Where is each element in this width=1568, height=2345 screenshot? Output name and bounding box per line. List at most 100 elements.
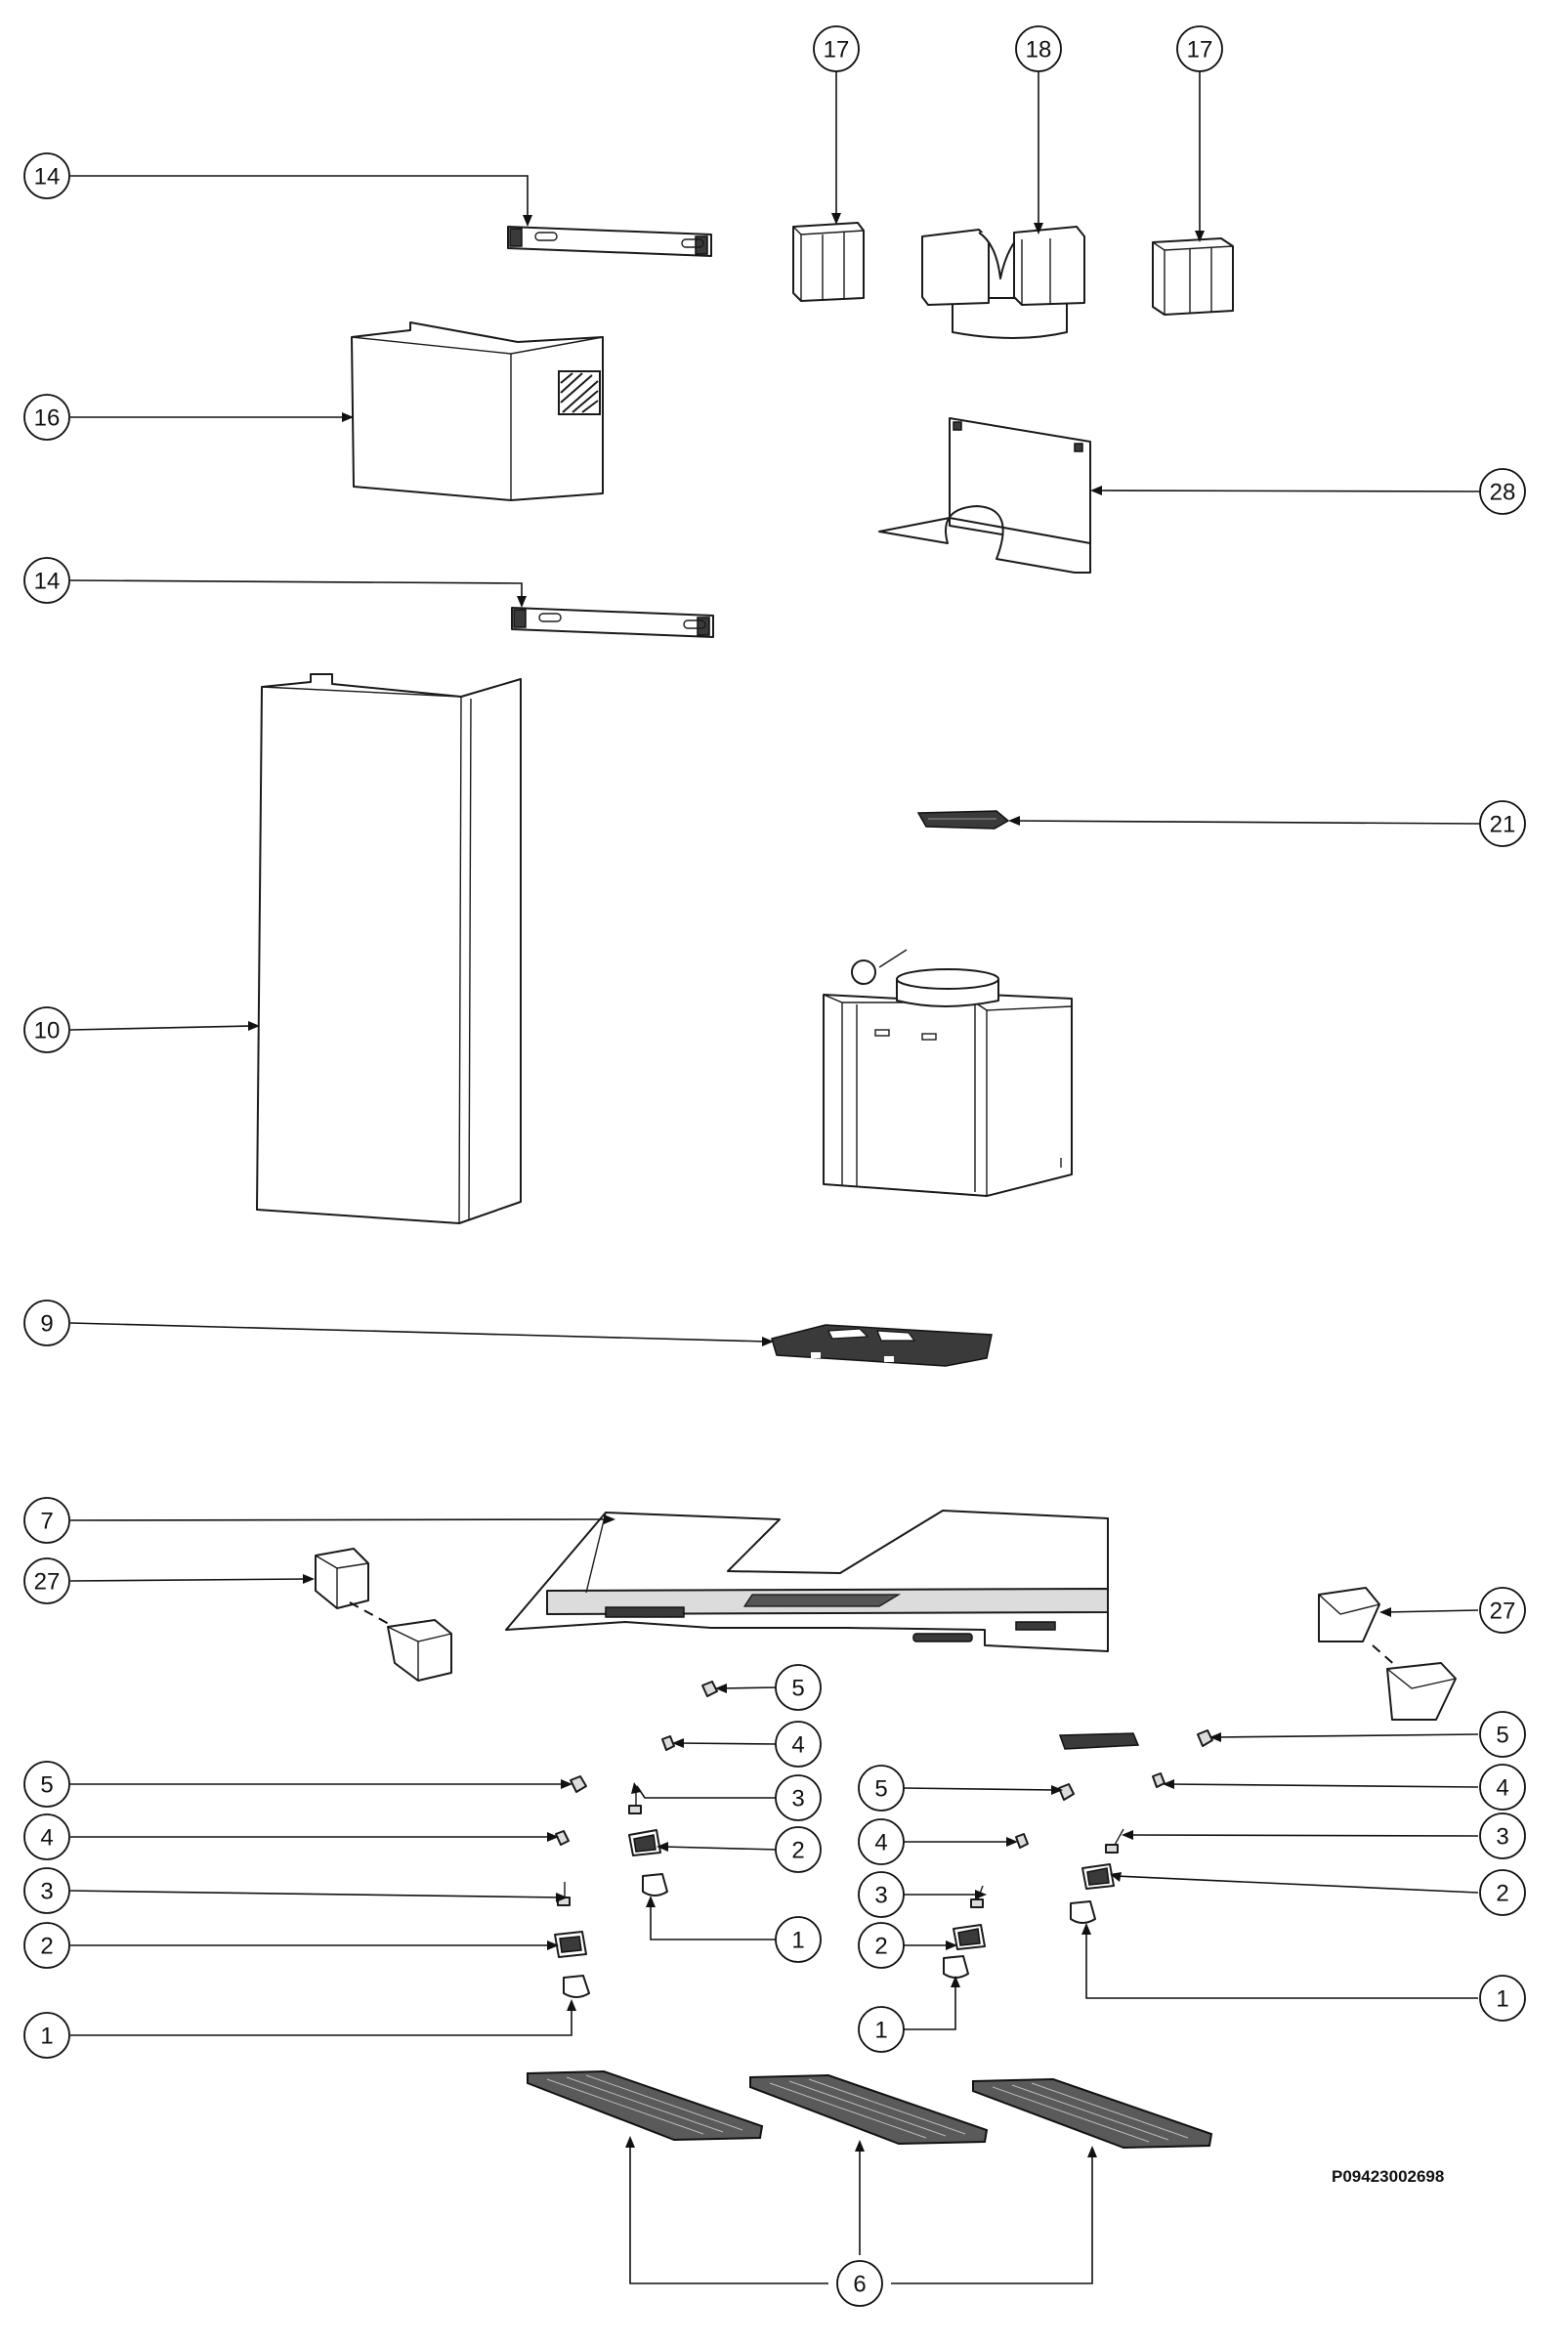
part-label-5a: 5 [23,1761,70,1808]
part-label-14b: 14 [23,557,70,604]
label-text: 5 [874,1776,887,1803]
label-circle [23,1761,70,1808]
leader-arrowheads [248,213,1391,2157]
label-circle [23,557,70,604]
label-text: 3 [1496,1824,1508,1851]
part-label-4c: 4 [858,1818,905,1865]
control-part-21 [916,810,1010,830]
part-label-1c: 1 [858,2006,905,2053]
label-circle [1479,1587,1526,1634]
part-label-9: 9 [23,1300,70,1346]
light-bar [1058,1732,1140,1750]
part-label-3d: 3 [1479,1812,1526,1859]
lamp-group-b [628,1681,718,1897]
label-text: 4 [874,1830,887,1856]
label-circle [23,1006,70,1053]
part-label-18: 18 [1015,25,1062,72]
part-label-27b: 27 [1479,1587,1526,1634]
label-text: 21 [1490,812,1516,838]
part-label-1b: 1 [775,1916,822,1963]
label-text: 14 [34,164,61,191]
label-text: 28 [1490,480,1516,506]
label-circle [775,1721,822,1768]
part-label-2b: 2 [775,1826,822,1873]
label-text: 27 [1490,1599,1516,1625]
label-text: 5 [791,1676,804,1702]
lamp-group-a [554,1775,590,1998]
label-text: 3 [874,1883,887,1909]
label-circle [1015,25,1062,72]
label-circle [23,1557,70,1604]
label-text: 18 [1026,37,1052,64]
label-circle [775,1664,822,1711]
part-label-1d: 1 [1479,1975,1526,2022]
label-circle [858,1818,905,1865]
label-circle [775,1774,822,1821]
part-label-2c: 2 [858,1922,905,1969]
part-label-5d: 5 [1479,1711,1526,1758]
label-text: 17 [1187,37,1213,64]
label-text: 17 [824,37,850,64]
label-text: 1 [791,1928,804,1954]
label-circle [813,25,860,72]
label-circle [836,2260,883,2307]
label-text: 16 [34,405,61,432]
label-circle [23,1497,70,1544]
label-text: 7 [40,1509,53,1535]
label-circle [1479,1764,1526,1811]
end-cap-part-27-left [315,1548,452,1682]
label-circle [858,1765,905,1812]
label-text: 2 [1496,1881,1508,1907]
part-label-14a: 14 [23,152,70,199]
lamp-group-d [1070,1729,1213,1924]
label-circle [23,394,70,441]
upper-chimney-part-16 [351,321,604,501]
label-text: 27 [34,1569,61,1596]
drawing-code: P09423002698 [1332,2167,1444,2186]
part-label-28: 28 [1479,468,1526,515]
y-connector-part-18 [921,226,1085,339]
label-text: 9 [40,1311,53,1338]
part-label-4a: 4 [23,1813,70,1860]
label-text: 2 [40,1934,53,1960]
label-text: 14 [34,569,61,595]
part-label-5b: 5 [775,1664,822,1711]
label-circle [858,1871,905,1918]
end-cap-part-27-right [1318,1587,1457,1721]
wall-bracket-part-28 [878,417,1091,574]
duct-piece-part-17-right [1152,237,1234,316]
lamp-group-c [943,1783,1075,1979]
part-label-3b: 3 [775,1774,822,1821]
label-text: 4 [1496,1775,1508,1802]
part-label-4d: 4 [1479,1764,1526,1811]
label-text: 3 [40,1879,53,1905]
leader-lines [69,70,1481,2284]
label-circle [23,2012,70,2059]
label-circle [23,1867,70,1914]
label-circle [775,1826,822,1873]
label-text: 1 [1496,1986,1508,2013]
filter-frame-part-9 [771,1324,993,1367]
part-label-2d: 2 [1479,1869,1526,1916]
part-label-27a: 27 [23,1557,70,1604]
label-circle [1479,1812,1526,1859]
label-text: 5 [40,1772,53,1799]
label-circle [23,1922,70,1969]
part-label-17b: 17 [1176,25,1223,72]
part-label-16: 16 [23,394,70,441]
bracket-part-14-top [507,226,712,257]
label-text: 10 [34,1018,61,1045]
label-circle [1479,1975,1526,2022]
label-circle [23,1813,70,1860]
label-text: 2 [791,1838,804,1864]
label-circle [858,1922,905,1969]
duct-piece-part-17-left [792,222,865,302]
label-circle [858,2006,905,2053]
motor-housing [823,949,1073,1197]
lower-chimney-part-10 [256,673,522,1224]
part-label-10: 10 [23,1006,70,1053]
part-label-1a: 1 [23,2012,70,2059]
part-label-6: 6 [836,2260,883,2307]
